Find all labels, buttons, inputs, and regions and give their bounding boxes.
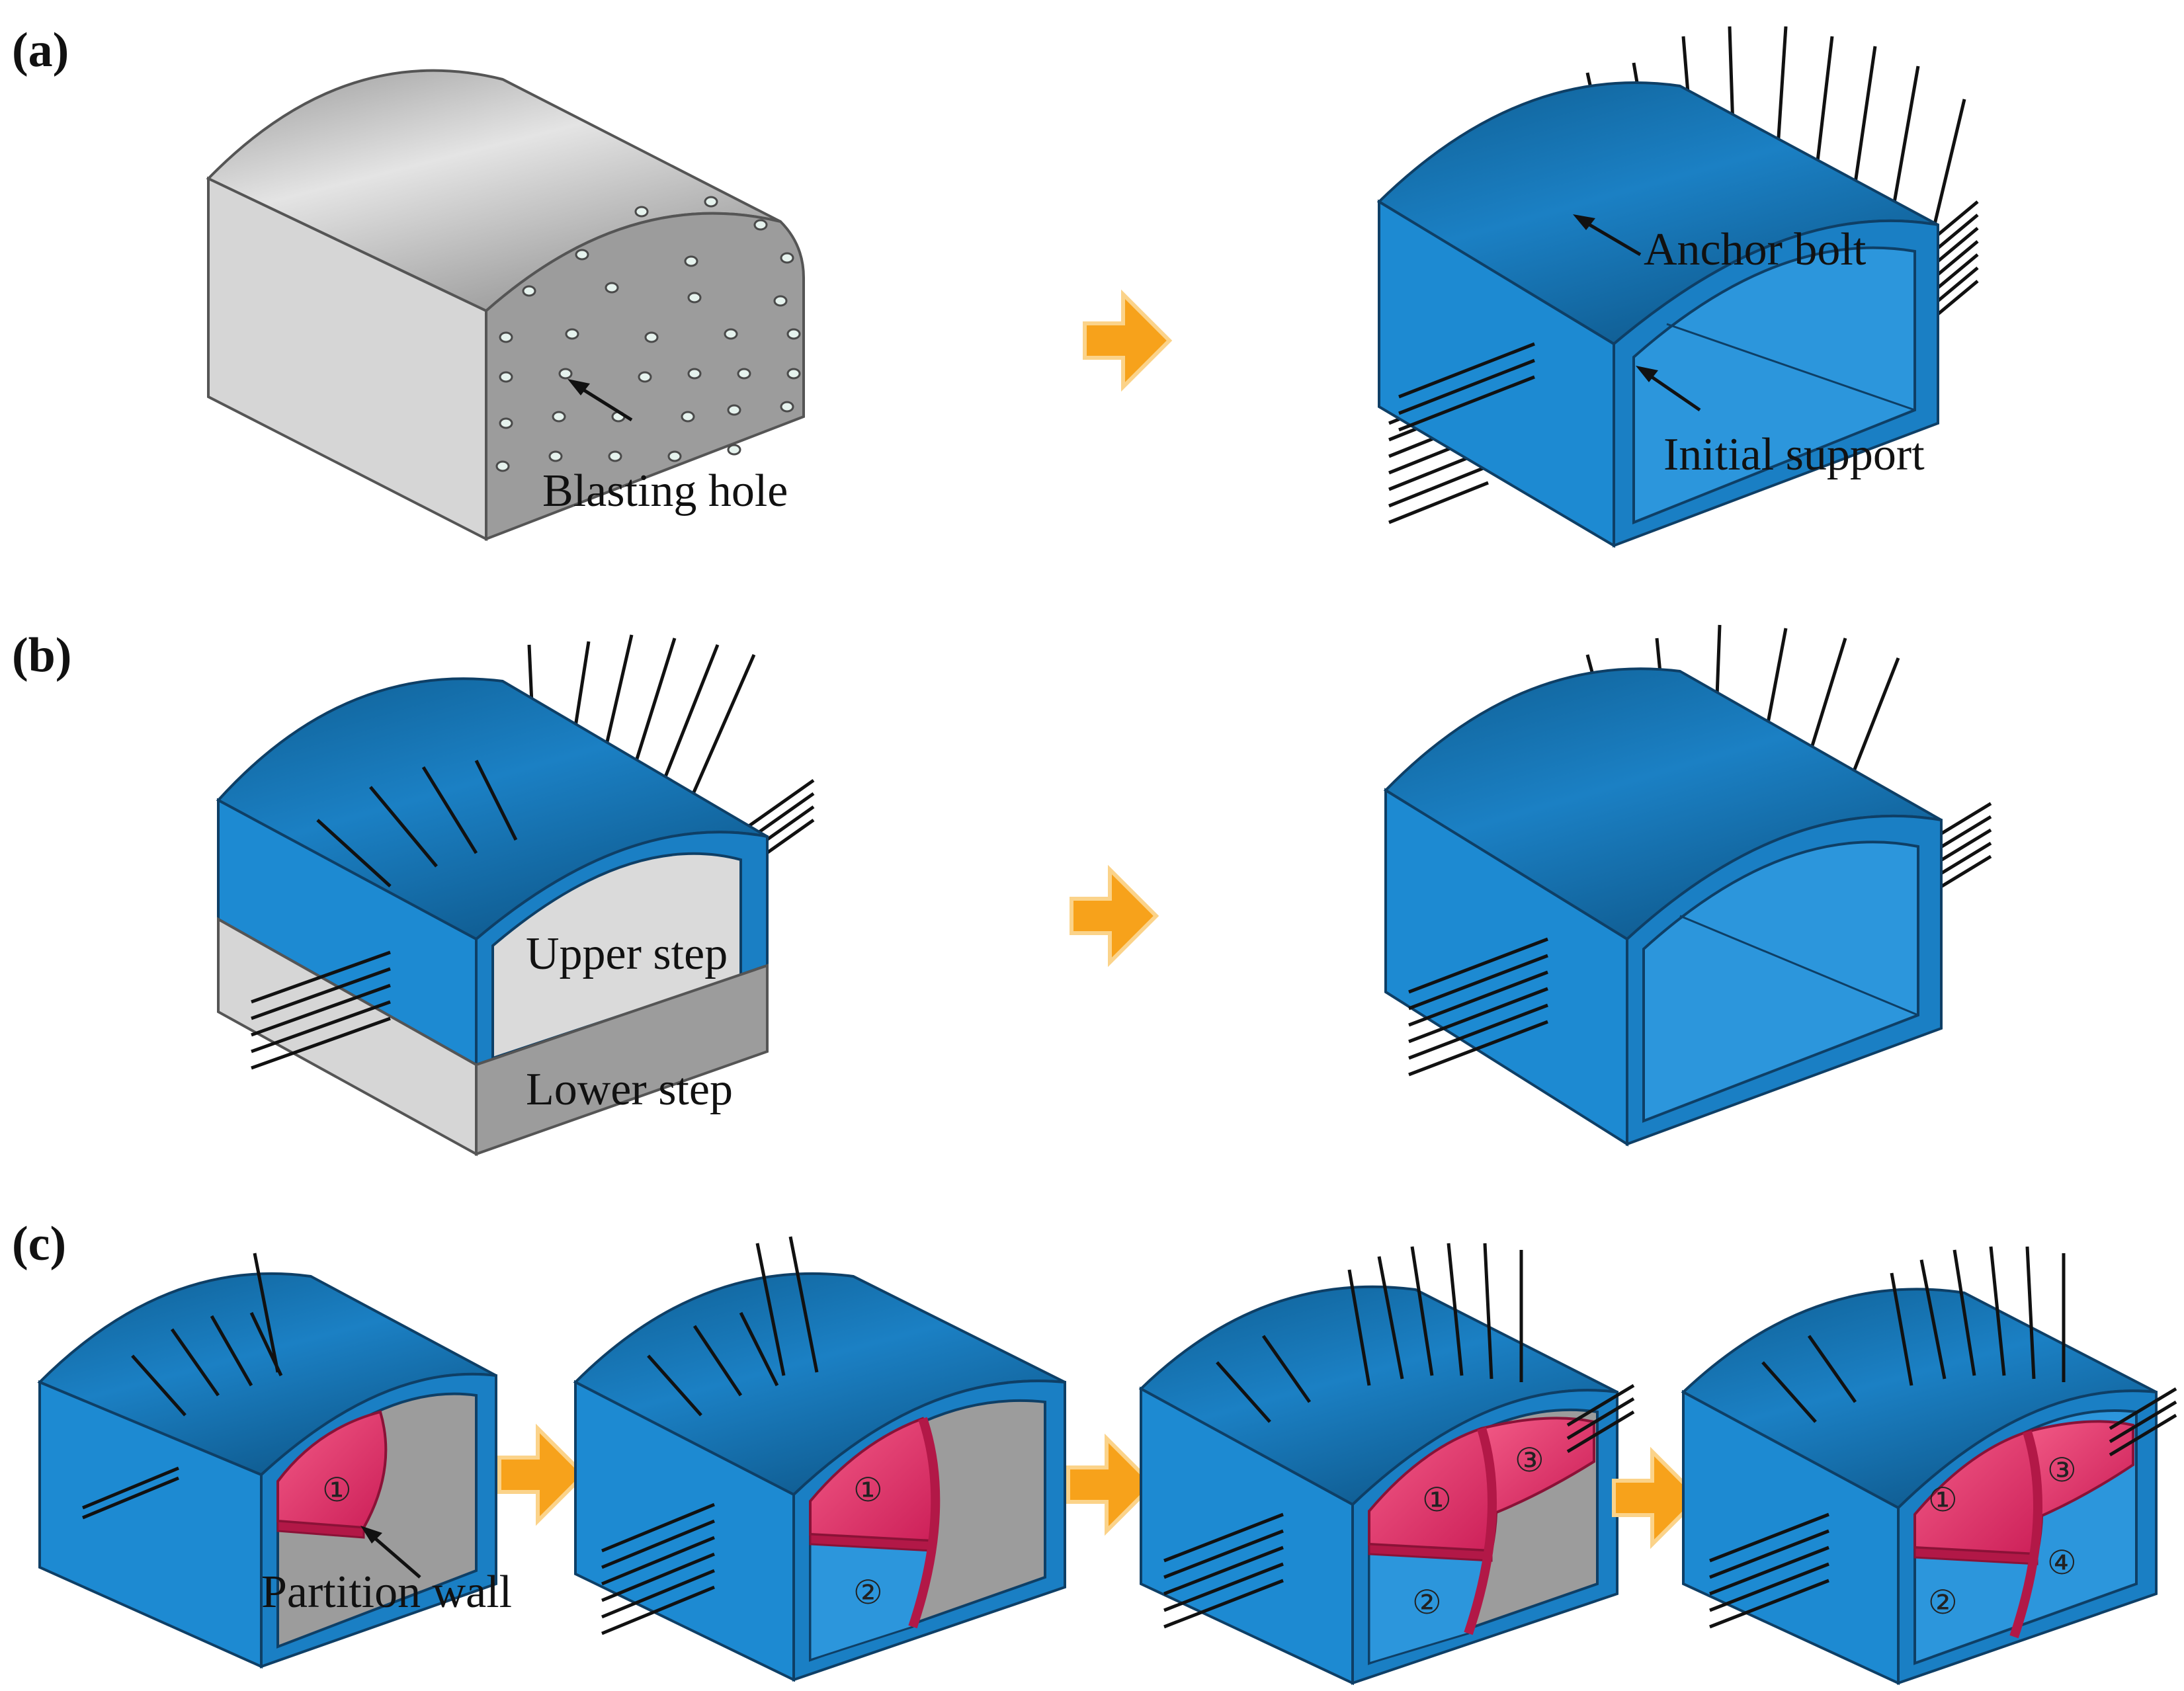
seq-c3-2: ② xyxy=(1412,1583,1442,1622)
label-lower-step: Lower step xyxy=(526,1064,733,1115)
blasting-hole-dot xyxy=(753,219,768,231)
partition-wall-pointer xyxy=(360,1526,421,1579)
blasting-hole-dot xyxy=(499,417,513,429)
blasting-hole-dot xyxy=(552,411,566,423)
rock-block-a xyxy=(206,69,805,542)
label-upper-step: Upper step xyxy=(526,928,728,979)
seq-c4-4: ④ xyxy=(2047,1544,2077,1582)
blasting-hole-dot xyxy=(724,328,738,340)
blasting-hole-dot xyxy=(704,196,718,208)
blasting-hole-dot xyxy=(548,450,563,462)
seq-c4-1: ① xyxy=(1928,1481,1958,1519)
blasting-hole-dot xyxy=(558,368,573,380)
label-anchor-bolt: Anchor bolt xyxy=(1644,224,1867,275)
tunnel-cd-stage-4: ① ② ③ ④ xyxy=(1681,1246,2177,1686)
blasting-hole-dot xyxy=(687,368,702,380)
panel-label-b: (b) xyxy=(12,628,71,682)
anchor-bolts-b-left-crown xyxy=(316,759,518,887)
blasting-hole-dot xyxy=(684,255,698,267)
seq-c1-1: ① xyxy=(322,1471,352,1509)
blasting-hole-dot xyxy=(575,249,589,261)
initial-support-pointer xyxy=(1636,366,1701,412)
blasting-hole-pointer xyxy=(567,379,633,422)
blasting-hole-dot xyxy=(687,292,702,304)
tunnel-bench-b xyxy=(216,634,815,1157)
tunnel-completed-b xyxy=(1383,624,1992,1147)
blasting-hole-dot xyxy=(667,450,682,462)
tunnel-cd-stage-1: ① xyxy=(37,1253,497,1669)
blasting-hole-dot xyxy=(780,401,794,413)
panel-label-c: (c) xyxy=(12,1217,66,1271)
blasting-hole-dot xyxy=(727,444,741,456)
blasting-hole-dot xyxy=(727,404,741,416)
process-arrow-c1 xyxy=(499,1428,584,1521)
blasting-hole-dot xyxy=(644,331,659,343)
label-initial-support: Initial support xyxy=(1663,429,1925,480)
blasting-hole-dot xyxy=(634,206,649,218)
blasting-holes xyxy=(495,196,801,472)
blasting-hole-dot xyxy=(499,371,513,383)
blasting-hole-dot xyxy=(786,328,801,340)
blasting-hole-dot xyxy=(608,450,622,462)
seq-c3-1: ① xyxy=(1422,1481,1452,1519)
blasting-hole-dot xyxy=(773,295,788,307)
seq-c3-3: ③ xyxy=(1515,1441,1544,1479)
blasting-hole-dot xyxy=(786,368,801,380)
seq-c4-2: ② xyxy=(1928,1583,1958,1622)
blasting-hole-dot xyxy=(605,282,619,294)
anchor-bolts-a-lower xyxy=(1398,342,1535,432)
panel-label-a: (a) xyxy=(12,23,69,77)
blasting-hole-dot xyxy=(565,328,579,340)
seq-c2-1: ① xyxy=(853,1471,883,1509)
seq-c4-3: ③ xyxy=(2047,1451,2077,1489)
blasting-hole-dot xyxy=(780,252,794,264)
blasting-hole-dot xyxy=(522,285,536,297)
seq-c2-2: ② xyxy=(853,1573,883,1612)
tunnel-cd-stage-3: ① ② ③ xyxy=(1138,1243,1635,1686)
blasting-hole-dot xyxy=(499,331,513,343)
blasting-hole-dot xyxy=(737,368,751,380)
blasting-hole-dot xyxy=(638,371,652,383)
process-arrow-a xyxy=(1085,294,1169,387)
blasting-hole-dot xyxy=(681,411,695,423)
label-partition-wall: Partition wall xyxy=(261,1567,512,1618)
blasting-hole-dot xyxy=(495,460,510,472)
label-blasting-hole: Blasting hole xyxy=(542,466,788,516)
tunnel-cd-stage-2: ① ② xyxy=(573,1236,1066,1682)
anchor-bolt-pointer xyxy=(1573,214,1642,257)
process-arrow-b xyxy=(1071,870,1156,962)
